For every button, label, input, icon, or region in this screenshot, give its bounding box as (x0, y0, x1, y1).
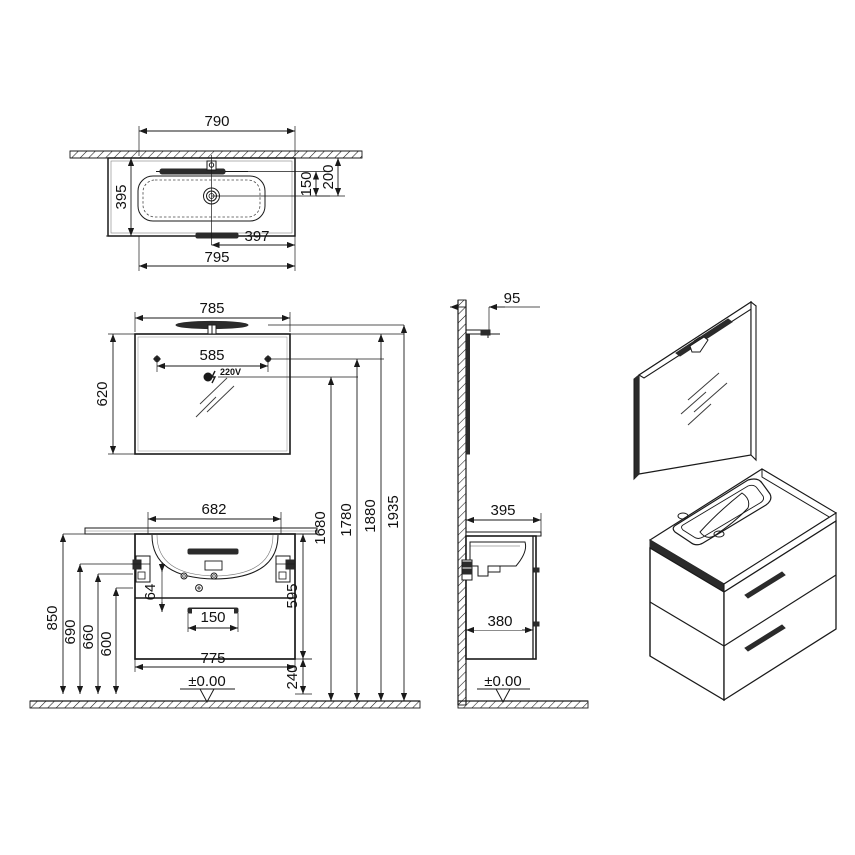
dim-150-handle-label: 150 (200, 609, 225, 626)
wall-bracket-side (461, 559, 473, 581)
handle-edge-lower (533, 621, 540, 627)
dim-380: 380 (466, 612, 533, 634)
dim-682-label: 682 (201, 501, 226, 518)
light-fixture-side (480, 329, 491, 336)
dim-150-top-label: 150 (298, 171, 315, 196)
dim-620: 620 (94, 333, 135, 455)
floor-line-left (29, 700, 421, 709)
dim-395-label: 395 (113, 184, 130, 209)
dim-stack-left: 850 690 660 600 (44, 533, 133, 694)
handle-edge-upper (533, 567, 540, 573)
view-isometric (633, 300, 838, 702)
trap-bar-top (195, 232, 239, 239)
mirror-panel (134, 333, 291, 455)
view-side-section: 95 395 (450, 290, 589, 709)
iso-handle-lower (744, 624, 786, 652)
dim-795-label: 795 (204, 249, 229, 266)
basin-bowl (137, 175, 266, 222)
dim-1780-label: 1780 (338, 503, 355, 536)
mirror-light-fixture (175, 320, 249, 335)
dim-595: 595 (284, 533, 312, 660)
dim-585-label: 585 (199, 347, 224, 364)
dim-395-side: 395 (465, 502, 542, 532)
dim-380-label: 380 (487, 613, 512, 630)
iso-drawer-divider-front (649, 601, 725, 647)
dim-595-label: 595 (284, 583, 301, 608)
dim-775-label: 775 (200, 650, 225, 667)
dim-397-label: 397 (244, 228, 269, 245)
iso-light-fixture (675, 318, 733, 357)
dim-150-handle: 150 (187, 609, 239, 632)
dim-682: 682 (147, 501, 282, 534)
dim-64-label: 64 (142, 584, 159, 601)
dim-240-label: 240 (284, 664, 301, 689)
dim-95-label: 95 (504, 290, 521, 307)
dim-600-label: 600 (98, 631, 115, 656)
iso-handle-upper (744, 571, 786, 599)
basin-section-profile (469, 541, 527, 577)
dim-775: 775 (134, 650, 296, 672)
view-mirror-elevation: 220V 785 585 620 (94, 300, 404, 455)
dim-1680-label: 1680 (312, 511, 329, 544)
dim-690-label: 690 (62, 619, 79, 644)
view-cabinet-elevation: 682 150 64 775 595 (29, 501, 421, 709)
wall-section (457, 299, 467, 706)
dim-200-top: 200 (316, 157, 345, 197)
dim-395-side-label: 395 (490, 502, 515, 519)
tap-bar-front (187, 548, 239, 555)
dim-64: 64 (142, 562, 166, 612)
dim-397: 397 (211, 228, 296, 252)
datum-left-label: ±0.00 (188, 673, 225, 690)
dim-1935-label: 1935 (385, 495, 402, 528)
top-wall-line (69, 150, 363, 159)
datum-marker-right: ±0.00 (477, 673, 530, 704)
bracket-left (131, 555, 151, 583)
dim-795: 795 (138, 236, 296, 271)
datum-marker-left: ±0.00 (180, 673, 235, 704)
dim-95: 95 (450, 290, 540, 330)
fixing-hole-right (210, 572, 218, 580)
dim-850-label: 850 (44, 605, 61, 630)
dim-200-top-label: 200 (320, 164, 337, 189)
view-top: 790 395 150 200 397 (69, 113, 363, 271)
dim-785-label: 785 (199, 300, 224, 317)
dim-660-label: 660 (80, 624, 97, 649)
bracket-right (275, 555, 295, 583)
dim-585: 585 (156, 347, 269, 372)
iso-drawer-divider-right (723, 574, 837, 647)
dim-790: 790 (138, 113, 296, 156)
fixing-hole-left (180, 572, 188, 580)
dim-395-depth: 395 (106, 157, 136, 237)
floor-line-right (457, 700, 589, 709)
mirror-edge-side (465, 329, 500, 455)
dim-790-label: 790 (204, 113, 229, 130)
iso-basin (672, 478, 772, 546)
dim-1880-label: 1880 (362, 499, 379, 532)
dim-620-label: 620 (94, 381, 111, 406)
datum-right-label: ±0.00 (484, 673, 521, 690)
dim-240: 240 (284, 658, 312, 695)
dim-785: 785 (134, 300, 291, 332)
mirror-reflection-lines (195, 377, 235, 418)
iso-cabinet (648, 468, 838, 702)
dim-stack-overall-heights: 1680 1780 1880 1935 (312, 325, 408, 701)
power-label: 220V (220, 367, 241, 377)
power-socket-symbol: 220V (203, 367, 241, 384)
iso-mirror-reflection (680, 372, 728, 426)
iso-mirror (633, 300, 757, 481)
